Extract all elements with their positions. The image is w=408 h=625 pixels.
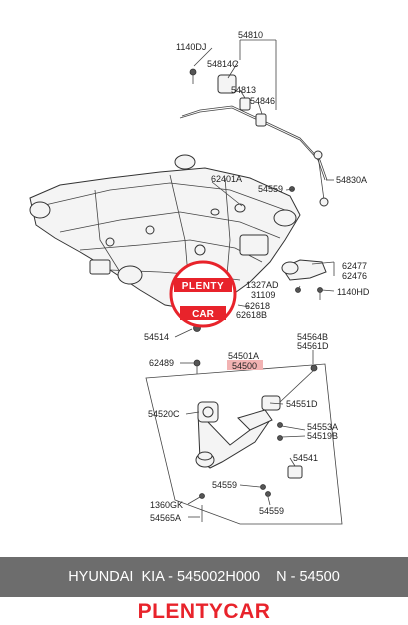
callout-54500: 54500: [232, 361, 257, 371]
callout-1327ad: 1327AD: [246, 280, 279, 290]
crossmember-subframe: [29, 154, 327, 332]
link-ball-joint-bottom: [319, 197, 329, 207]
mount-bushing-left-rear: [117, 265, 143, 285]
nut-icon: [199, 493, 205, 499]
callout-54810: 54810: [238, 30, 263, 40]
bolt-icon: [277, 422, 283, 428]
callout-62618b: 62618B: [236, 310, 267, 320]
callout-54501a: 54501A: [228, 351, 259, 361]
nut-icon: [260, 484, 266, 490]
stabilizer-bushing-1: [239, 97, 251, 111]
leader-lines: [174, 39, 335, 518]
nut-icon: [265, 491, 271, 497]
watermark-bottom: CAR: [192, 309, 214, 320]
bracket: [287, 465, 303, 479]
callout-54564b: 54564B: [297, 332, 328, 342]
callout-54541: 54541: [293, 453, 318, 463]
callout-54814c: 54814C: [207, 59, 239, 69]
bolt-icon: [310, 364, 318, 372]
callout-62401a: 62401A: [211, 174, 242, 184]
callout-62618: 62618: [245, 301, 270, 311]
banner-text: HYUNDAI KIA - 545002H000 N - 54500: [68, 569, 340, 585]
callout-54559-mid: 54559: [212, 480, 237, 490]
callout-62477: 62477: [342, 261, 367, 271]
callout-54565a: 54565A: [150, 513, 181, 523]
bolt-icon: [189, 68, 197, 76]
parts-diagram: PLENTY CAR: [29, 30, 370, 525]
callout-54519b: 54519B: [307, 431, 338, 441]
callout-62489: 62489: [149, 358, 174, 368]
callout-54561d: 54561D: [297, 341, 329, 351]
callout-1140hd: 1140HD: [337, 287, 370, 297]
mount-bushing-right-front: [273, 209, 297, 227]
brand-name: PLENTYCAR: [137, 600, 271, 623]
callout-54559-top: 54559: [258, 184, 283, 194]
link-ball-joint-top: [313, 150, 323, 160]
stabilizer-bracket: [217, 74, 237, 94]
part-number-highlight: [227, 360, 263, 370]
plentycar-watermark: PLENTY CAR: [169, 260, 237, 328]
bolt-icon: [277, 435, 283, 441]
callout-54846: 54846: [250, 96, 275, 106]
bolt-icon: [193, 359, 201, 367]
callout-54830a: 54830A: [336, 175, 367, 185]
watermark-top: PLENTY: [182, 281, 224, 292]
bolt-icon: [317, 287, 323, 293]
callout-54559-bottom: 54559: [259, 506, 284, 516]
mount-bushing-left-front: [29, 201, 51, 219]
callout-54520c: 54520C: [148, 409, 180, 419]
stabilizer-bushing-2: [255, 113, 267, 127]
mount-bushing-center: [174, 154, 196, 170]
part-number-banner: HYUNDAI KIA - 545002H000 N - 54500: [0, 557, 408, 597]
callout-54514: 54514: [144, 332, 169, 342]
callout-labels: 1140DJ 54810 54814C 54813 54846 62401A 5…: [144, 30, 370, 523]
callout-31109: 31109: [251, 290, 275, 300]
lower-arm-assembly: [145, 359, 343, 525]
callout-62476: 62476: [342, 271, 367, 281]
callout-54813: 54813: [231, 85, 256, 95]
callout-54551d: 54551D: [286, 399, 318, 409]
callout-54553a: 54553A: [307, 422, 338, 432]
callout-1140dj: 1140DJ: [176, 42, 206, 52]
stabilizer-bar: [179, 68, 329, 207]
callout-1360gk: 1360GK: [150, 500, 183, 510]
